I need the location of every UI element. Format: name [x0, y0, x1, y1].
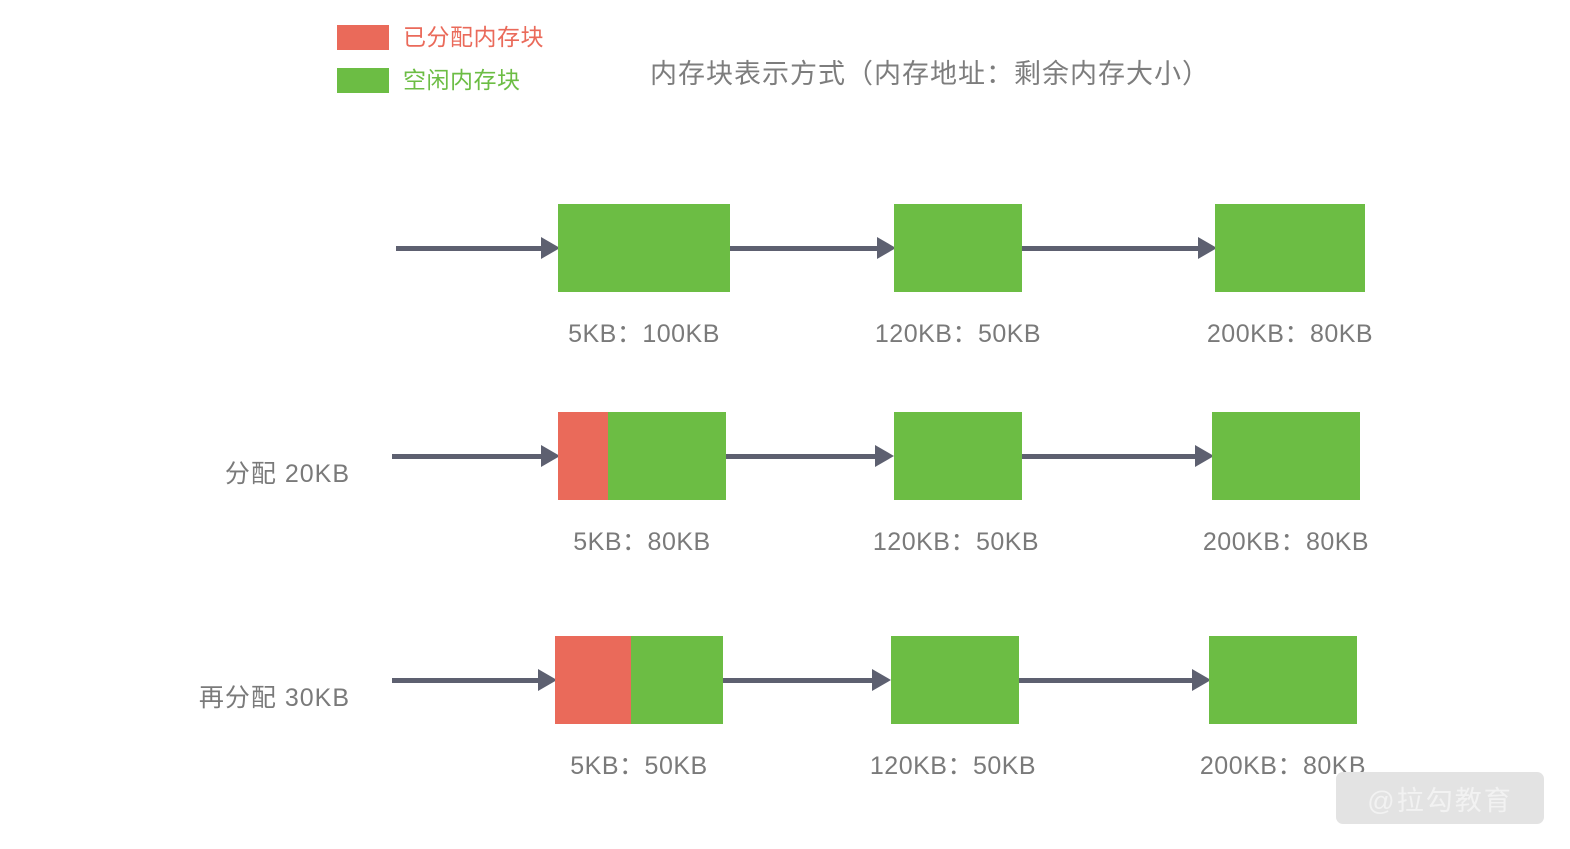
arrow-head-to-block1: [396, 237, 560, 259]
memory-block-caption: 200KB：80KB: [1206, 320, 1374, 348]
arrow-head-icon: [1192, 669, 1211, 691]
free-segment: [558, 204, 730, 292]
row-action-label: 再分配 30KB: [198, 684, 350, 712]
arrow-line: [396, 245, 542, 251]
legend: 已分配内存块 空闲内存块: [337, 25, 544, 93]
memory-row-alloc-20kb: 分配 20KB 5KB：80KB 120KB：50KB 200KB：80KB: [0, 408, 1570, 568]
memory-block: [1212, 412, 1360, 500]
legend-label-free: 空闲内存块: [403, 67, 521, 93]
free-segment: [630, 636, 723, 724]
arrow-head-icon: [875, 445, 894, 467]
memory-block: [558, 204, 730, 292]
free-segment: [891, 636, 1019, 724]
arrow-line: [392, 677, 539, 683]
free-segment: [1212, 412, 1360, 500]
arrow-block2-to-block3: [1022, 445, 1214, 467]
arrow-line: [1022, 245, 1199, 251]
arrow-line: [1022, 453, 1196, 459]
memory-block: [891, 636, 1019, 724]
arrow-line: [723, 677, 873, 683]
memory-block-caption: 5KB：100KB: [568, 320, 720, 348]
free-segment: [1209, 636, 1357, 724]
arrow-head-icon: [877, 237, 896, 259]
memory-block: [1209, 636, 1357, 724]
memory-block-caption: 5KB：80KB: [573, 528, 711, 556]
allocated-segment: [555, 636, 631, 724]
arrow-head-to-block1: [392, 445, 560, 467]
free-segment: [608, 412, 726, 500]
arrow-head-to-block1: [392, 669, 557, 691]
legend-item-allocated: 已分配内存块: [337, 25, 544, 50]
memory-block-caption: 120KB：50KB: [869, 752, 1037, 780]
legend-item-free: 空闲内存块: [337, 68, 544, 93]
arrow-head-icon: [541, 445, 560, 467]
free-swatch: [337, 68, 389, 93]
arrow-line: [392, 453, 542, 459]
arrow-line: [730, 245, 878, 251]
memory-row-realloc-30kb: 再分配 30KB 5KB：50KB 120KB：50KB 200KB：80KB: [0, 632, 1570, 792]
arrow-head-icon: [1198, 237, 1217, 259]
arrow-block1-to-block2: [730, 237, 896, 259]
free-segment: [1215, 204, 1365, 292]
row-action-label: 分配 20KB: [224, 460, 350, 488]
arrow-line: [726, 453, 876, 459]
arrow-block2-to-block3: [1022, 237, 1217, 259]
watermark: @拉勾教育: [1336, 772, 1544, 824]
free-segment: [894, 412, 1022, 500]
legend-label-allocated: 已分配内存块: [403, 24, 544, 50]
memory-block: [894, 412, 1022, 500]
memory-row-initial: 5KB：100KB 120KB：50KB 200KB：80KB: [0, 200, 1570, 360]
arrow-head-icon: [872, 669, 891, 691]
arrow-head-icon: [541, 237, 560, 259]
memory-block-caption: 120KB：50KB: [874, 320, 1042, 348]
arrow-head-icon: [538, 669, 557, 691]
memory-block: [1215, 204, 1365, 292]
free-segment: [894, 204, 1022, 292]
memory-block-caption: 120KB：50KB: [872, 528, 1040, 556]
arrow-block1-to-block2: [723, 669, 891, 691]
arrow-block2-to-block3: [1019, 669, 1211, 691]
allocated-swatch: [337, 25, 389, 50]
arrow-head-icon: [1195, 445, 1214, 467]
memory-block: [894, 204, 1022, 292]
arrow-block1-to-block2: [726, 445, 894, 467]
arrow-line: [1019, 677, 1193, 683]
memory-block: [555, 636, 723, 724]
memory-block-caption: 200KB：80KB: [1202, 528, 1370, 556]
diagram-title: 内存块表示方式（内存地址：剩余内存大小）: [650, 59, 1210, 89]
allocated-segment: [558, 412, 609, 500]
memory-block-caption: 5KB：50KB: [570, 752, 708, 780]
memory-block: [558, 412, 726, 500]
